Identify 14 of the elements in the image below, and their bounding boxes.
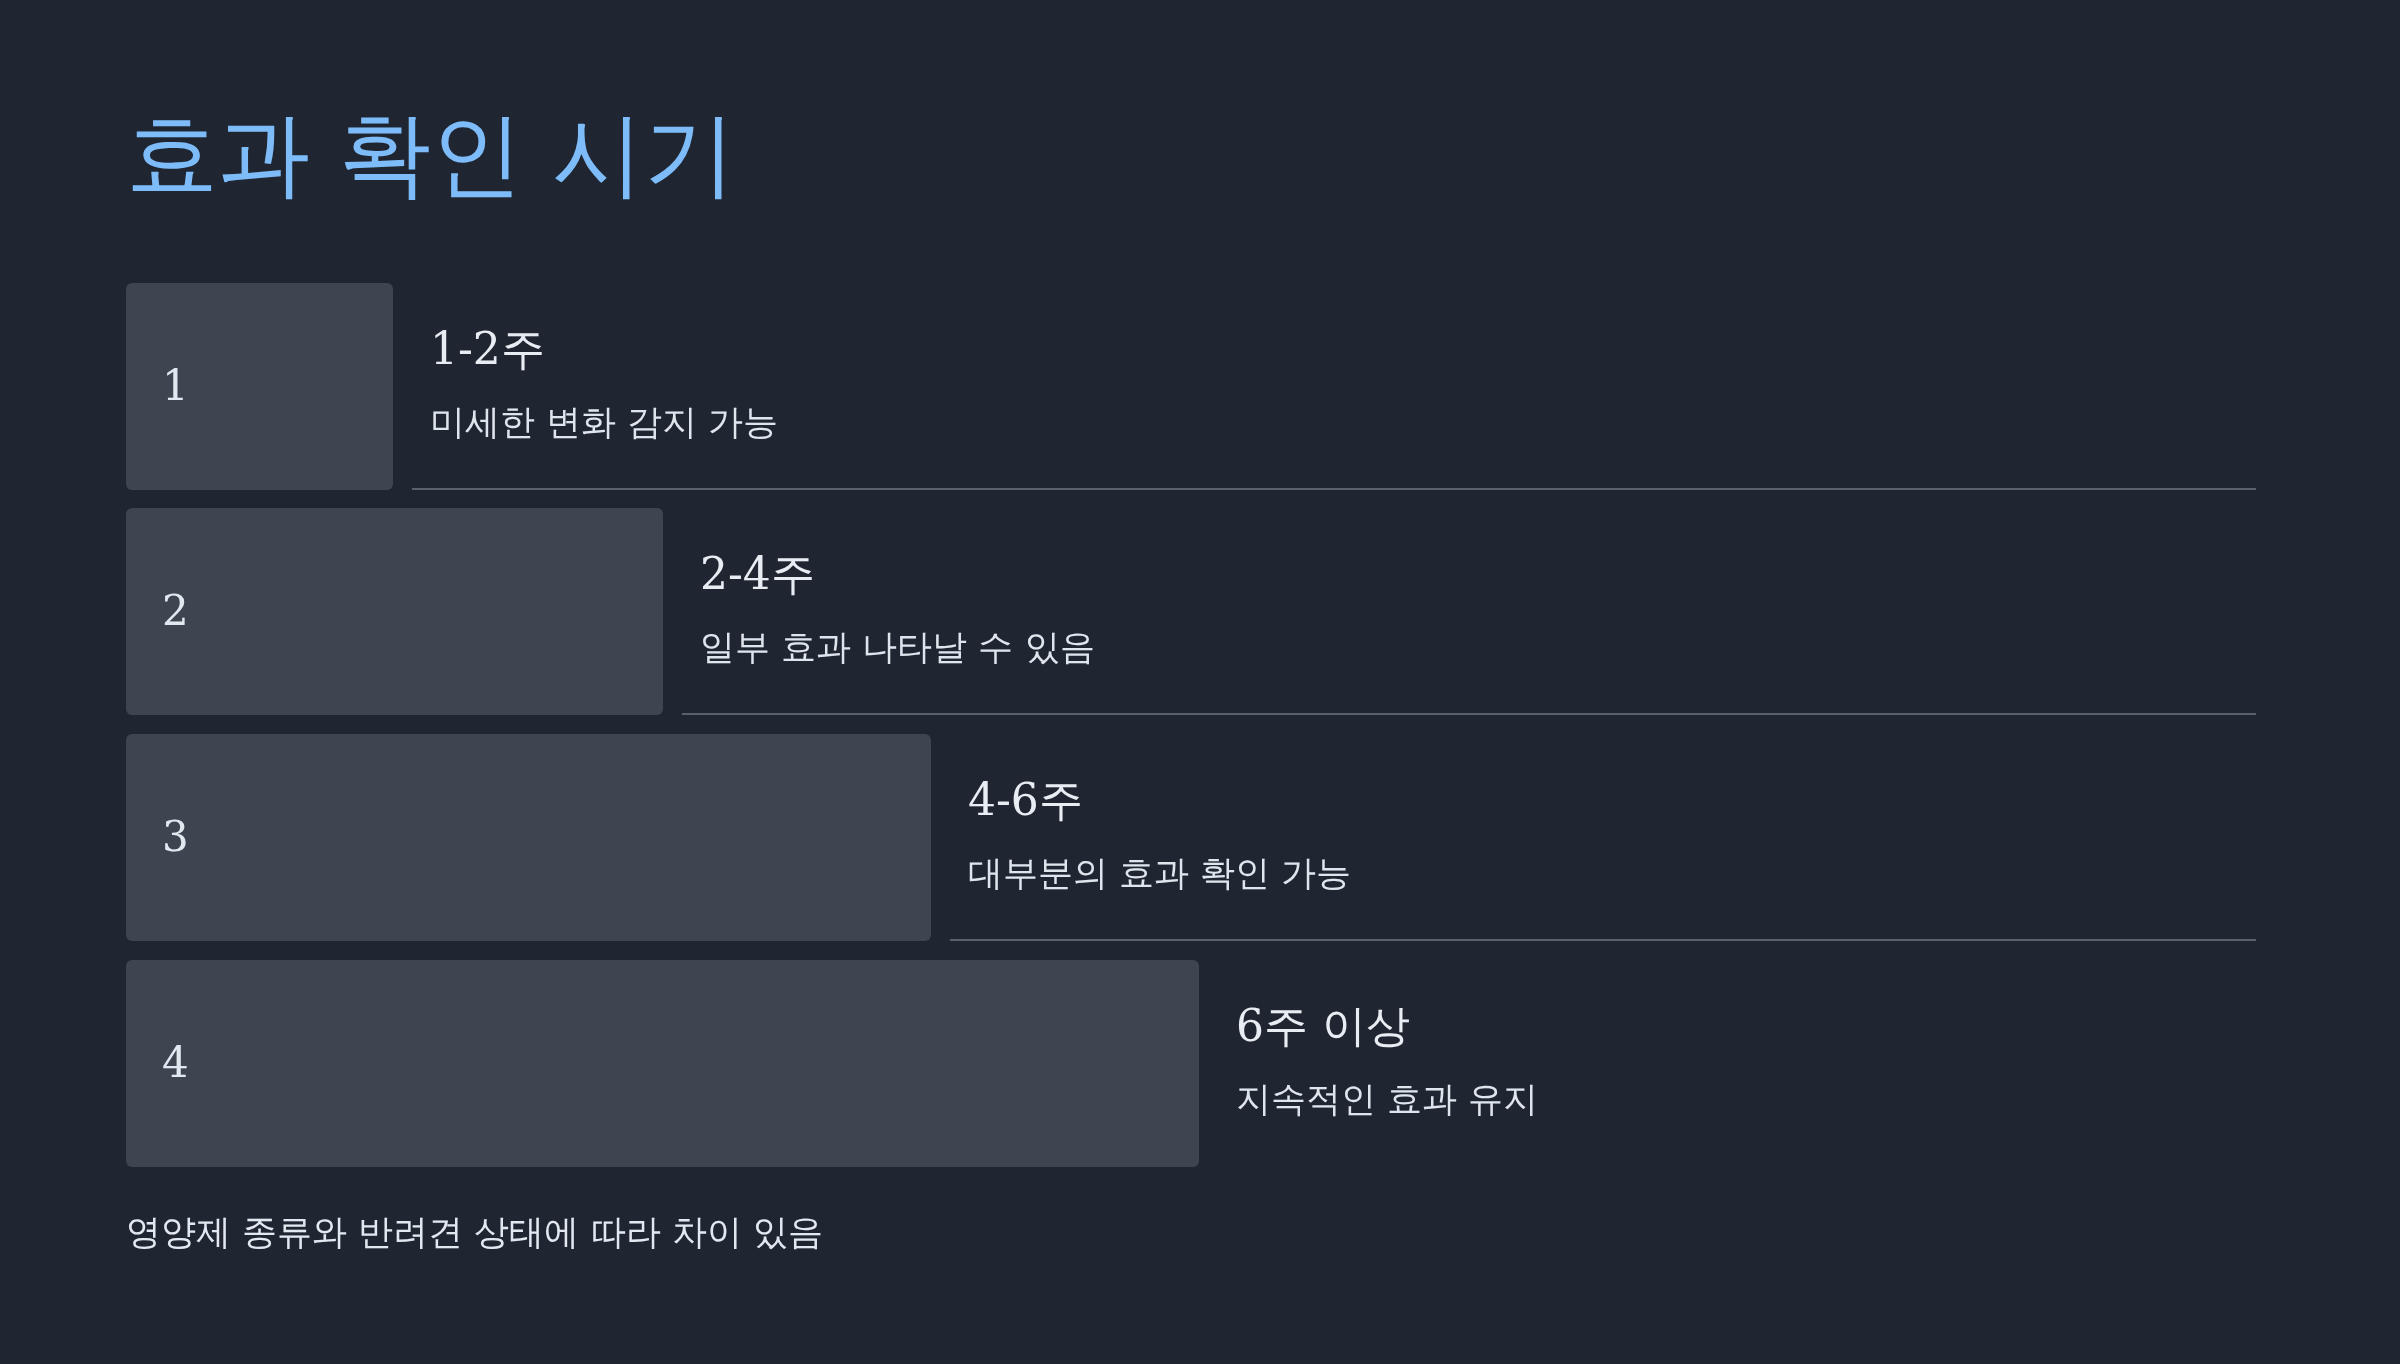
footnote-text: 영양제 종류와 반려견 상태에 따라 차이 있음 <box>126 1211 823 1254</box>
step-description: 대부분의 효과 확인 가능 <box>968 852 1352 895</box>
step-heading: 6주 이상 <box>1236 999 1410 1053</box>
step-heading: 2-4주 <box>700 547 815 601</box>
step-number: 1 <box>162 361 189 411</box>
step-number: 4 <box>162 1038 189 1088</box>
step-description: 지속적인 효과 유지 <box>1236 1078 1539 1121</box>
step-number: 3 <box>162 812 189 862</box>
slide-title: 효과 확인 시기 <box>126 100 737 210</box>
step-description: 일부 효과 나타날 수 있음 <box>700 626 1095 669</box>
step-heading: 1-2주 <box>430 322 545 376</box>
step-description: 미세한 변화 감지 가능 <box>430 401 779 444</box>
step-number: 2 <box>162 586 189 636</box>
step-heading: 4-6주 <box>968 773 1083 827</box>
